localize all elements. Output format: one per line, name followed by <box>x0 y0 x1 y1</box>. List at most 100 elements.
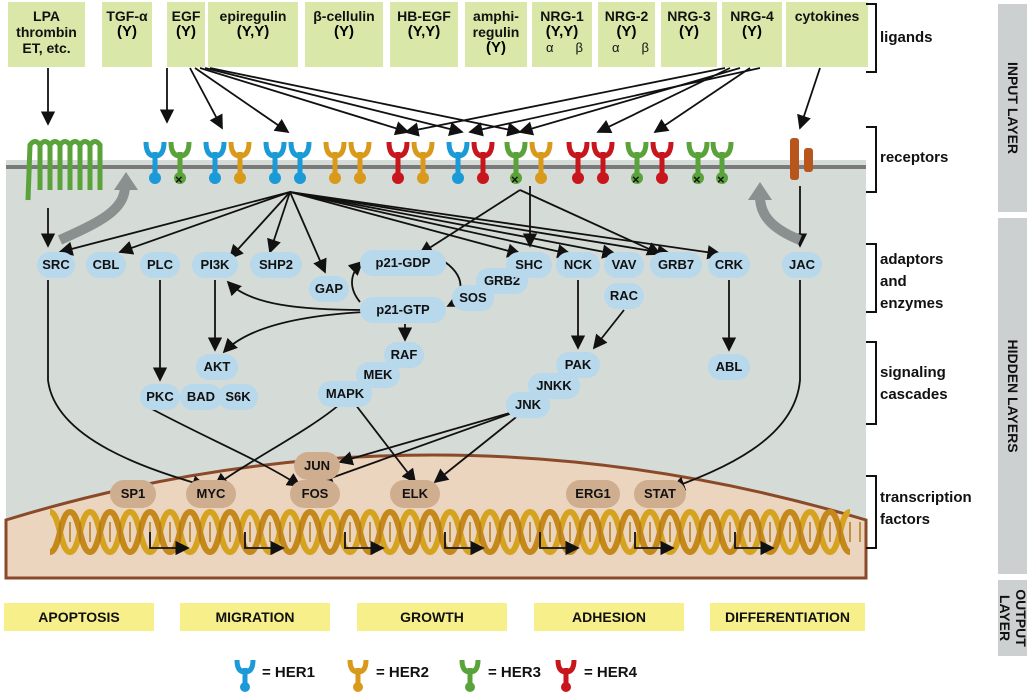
cascade-label: PKC <box>146 389 174 404</box>
tf-sp1: SP1 <box>110 480 156 508</box>
pathway-arrow <box>519 189 662 256</box>
ligand-name: ET, etc. <box>22 40 71 56</box>
node-mapk: MAPK <box>318 381 372 407</box>
pathway-arrow <box>289 191 327 274</box>
output-label: DIFFERENTIATION <box>725 609 850 625</box>
node-p21-gtp: p21-GTP <box>360 297 446 323</box>
inactive-kinase-mark: × <box>175 172 183 187</box>
ligand-name: regulin <box>472 24 520 40</box>
receptor-arms <box>625 141 649 159</box>
pathway-arrow <box>289 191 522 258</box>
tf-jun: JUN <box>294 452 340 480</box>
side-label-receptors: receptors <box>880 149 949 166</box>
her1-icon <box>240 682 250 692</box>
cascade-label: BAD <box>186 389 216 404</box>
receptor-base <box>417 172 429 184</box>
node-grb7: GRB7 <box>650 252 702 278</box>
receptor-arms <box>411 141 435 159</box>
pathway-arrow <box>347 260 364 303</box>
isoform-label: αβ <box>546 40 605 55</box>
ligand-name: EGF <box>171 8 201 24</box>
adaptor-label: PLC <box>147 257 173 272</box>
receptor-glyph: (Y) <box>486 39 506 56</box>
side-label-adaptors: adaptors and enzymes <box>880 249 943 315</box>
adaptor-label: SOS <box>459 290 487 305</box>
receptor-base <box>656 172 668 184</box>
inactive-kinase-mark: × <box>511 172 519 187</box>
inactive-kinase-mark: × <box>717 172 725 187</box>
receptor-base <box>329 172 341 184</box>
her4-icon <box>555 659 577 675</box>
transcription-start-arrow <box>539 532 580 556</box>
pathway-arrow <box>199 67 410 136</box>
side-label-ligands: ligands <box>880 29 933 46</box>
receptor-base <box>477 172 489 184</box>
receptor-glyph: (Y,Y) <box>407 23 441 40</box>
feedback-arrow <box>755 195 802 245</box>
receptor-base <box>631 172 643 184</box>
pathway-arrow <box>226 280 366 311</box>
cascade-label: RAF <box>390 347 418 362</box>
band-label: INPUT LAYER <box>1004 61 1021 155</box>
adaptor-label: SHP2 <box>259 257 293 272</box>
side-label-line: signaling <box>880 364 946 381</box>
node-gap: GAP <box>309 276 349 302</box>
band-label: OUTPUT LAYER <box>996 589 1027 647</box>
tf-label: ELK <box>402 486 428 501</box>
transcription-start-arrow <box>244 532 285 556</box>
ligand-name: amphi- <box>473 8 519 24</box>
ligand-box: NRG-4(Y) <box>722 2 782 67</box>
receptor-arms <box>650 141 674 159</box>
receptor-base <box>294 172 306 184</box>
receptor-base <box>597 172 609 184</box>
her4-icon <box>561 682 571 692</box>
band-input-layer: INPUT LAYER <box>998 4 1027 212</box>
node-shc: SHC <box>506 252 552 278</box>
receptor-base <box>209 172 221 184</box>
receptor-glyph: (Y) <box>117 23 137 40</box>
cascade-label: S6K <box>225 389 251 404</box>
node-jnk: JNK <box>506 392 550 418</box>
cascade-label: JNK <box>514 397 541 412</box>
legend-her1: = HER1 <box>262 660 315 686</box>
adaptor-label: p21-GDP <box>375 255 431 270</box>
node-cbl: CBL <box>86 252 126 278</box>
feedback-arrow-head <box>748 182 772 200</box>
side-label-line: cascades <box>880 386 948 403</box>
receptor-arms <box>168 141 192 159</box>
pathway-arrow <box>222 311 366 354</box>
ligand-box: NRG-2(Y)αβ <box>598 2 655 67</box>
tf-stat: STAT <box>634 480 686 508</box>
node-abl: ABL <box>708 354 750 380</box>
cascade-label: ABL <box>715 359 743 374</box>
output-adhesion: ADHESION <box>534 603 684 631</box>
receptor-base <box>535 172 547 184</box>
adaptor-label: CRK <box>714 257 744 272</box>
tf-label: ERG1 <box>575 486 611 501</box>
receptor-arms <box>263 141 287 159</box>
tf-label: FOS <box>301 486 329 501</box>
legend-label: = HER1 <box>262 664 315 681</box>
cascade-label: MAPK <box>325 386 365 401</box>
side-label-tf: transcription factors <box>880 487 972 531</box>
section-bracket <box>866 3 877 73</box>
ligand-name: β-cellulin <box>313 8 375 24</box>
output-label: ADHESION <box>572 609 646 625</box>
tf-label: JUN <box>303 458 330 473</box>
pathway-arrow <box>189 67 223 130</box>
ligand-box: β-cellulin(Y) <box>305 2 383 67</box>
ligand-name: NRG-4 <box>730 8 774 24</box>
tf-label: SP1 <box>120 486 146 501</box>
ligand-box: NRG-1(Y,Y)αβ <box>532 2 592 67</box>
receptor-base <box>572 172 584 184</box>
receptor-base <box>174 172 186 184</box>
receptor-arms <box>471 141 495 159</box>
pathway-arrow <box>418 189 521 255</box>
tf-erg1: ERG1 <box>566 480 620 508</box>
tf-elk: ELK <box>390 480 440 508</box>
output-differentiation: DIFFERENTIATION <box>710 603 865 631</box>
band-output-layer: OUTPUT LAYER <box>996 580 1027 656</box>
side-label-line: factors <box>880 511 931 528</box>
pathway-arrow <box>318 411 516 485</box>
cytokine-receptor <box>790 138 799 180</box>
